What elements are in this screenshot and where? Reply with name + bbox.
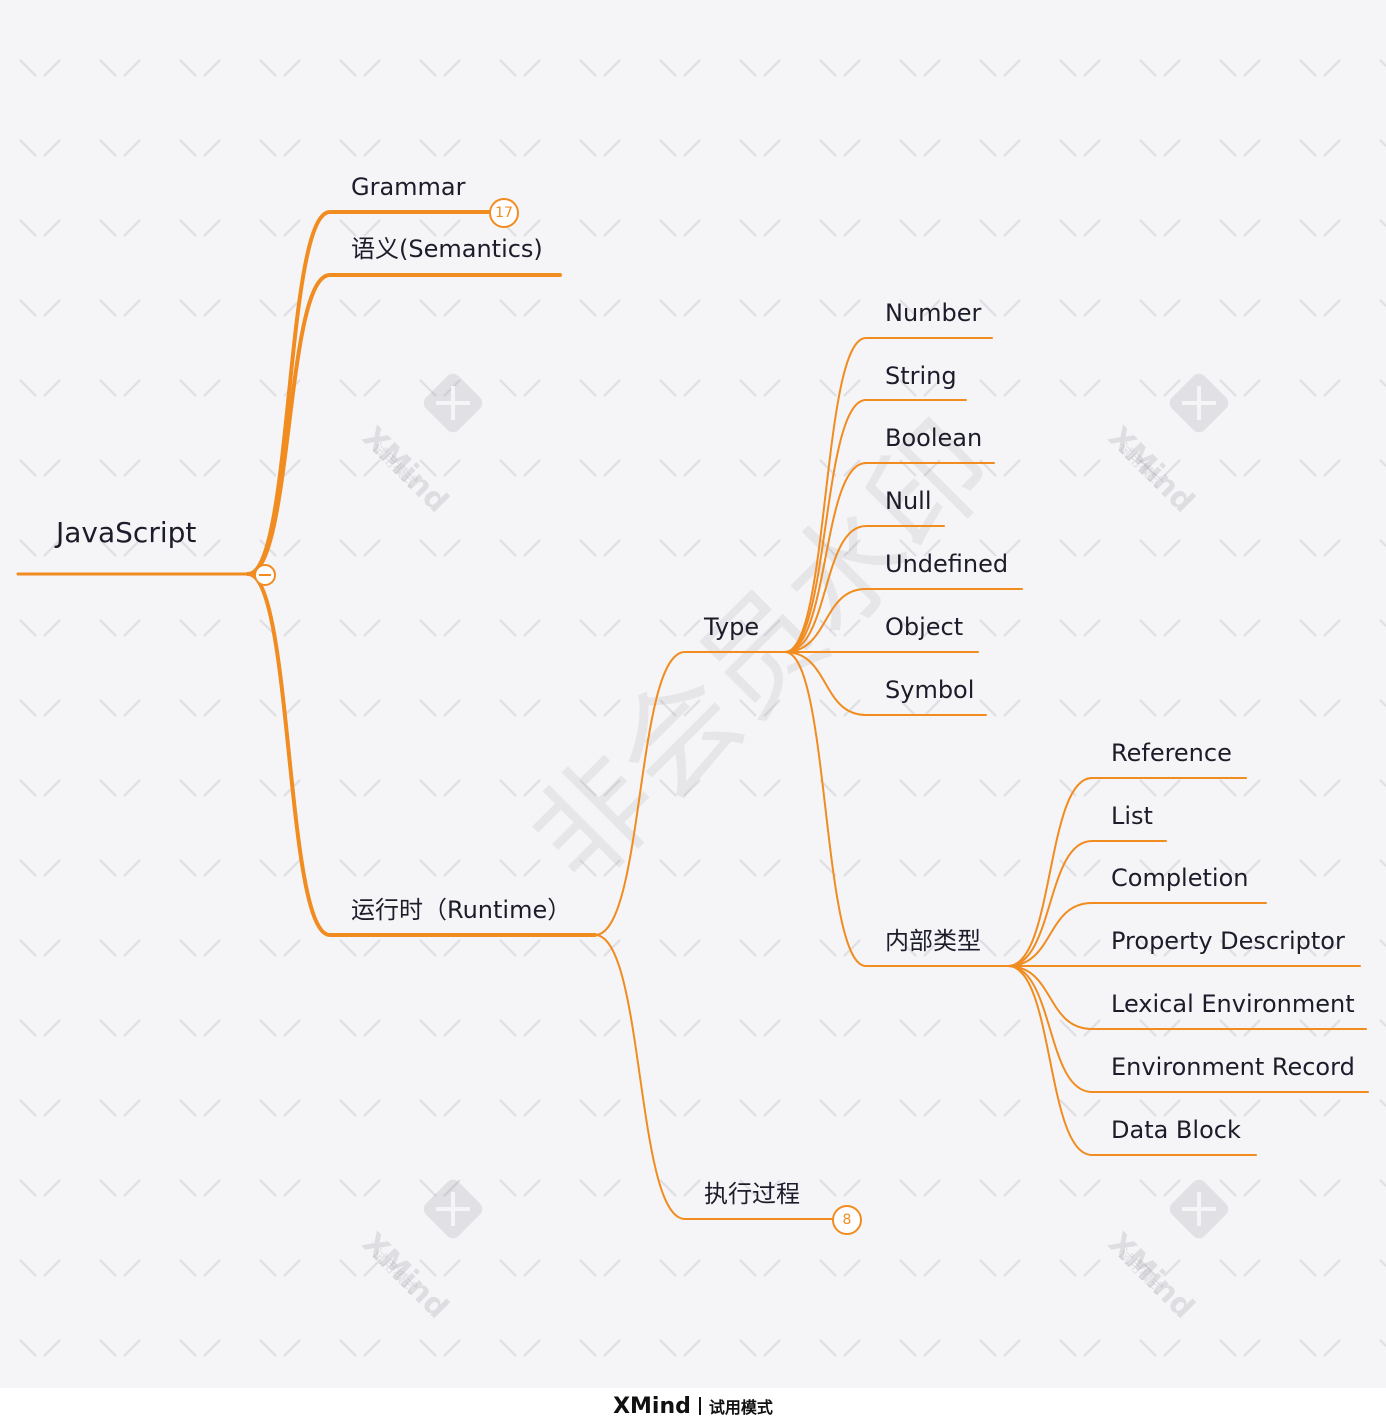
connector-internal-item — [1007, 965, 1257, 1156]
minus-icon — [259, 574, 271, 576]
internal-property-descriptor[interactable]: Property Descriptor — [1111, 927, 1345, 955]
footer-brand: XMind — [613, 1393, 691, 1419]
footer-separator — [698, 1397, 701, 1415]
connector-internal-item — [1007, 965, 1369, 1093]
connector-runtime — [246, 572, 597, 937]
internal-environment-record[interactable]: Environment Record — [1111, 1053, 1355, 1081]
topic-runtime[interactable]: 运行时（Runtime） — [351, 896, 572, 924]
internal-data-block[interactable]: Data Block — [1111, 1116, 1241, 1144]
connector-semantics — [246, 273, 562, 576]
type-string[interactable]: String — [885, 362, 957, 390]
internal-lexical-environment[interactable]: Lexical Environment — [1111, 990, 1355, 1018]
internal-reference[interactable]: Reference — [1111, 739, 1232, 767]
internal-list[interactable]: List — [1111, 802, 1153, 830]
type-boolean[interactable]: Boolean — [885, 424, 983, 452]
connector-internal — [784, 651, 1009, 967]
connector-internal-item — [1007, 777, 1247, 967]
connector-type — [594, 651, 786, 936]
topic-semantics[interactable]: 语义(Semantics) — [351, 235, 543, 263]
root-topic[interactable]: JavaScript — [56, 516, 197, 549]
type-number[interactable]: Number — [885, 299, 982, 327]
topic-execution[interactable]: 执行过程 — [704, 1180, 800, 1208]
collapse-toggle[interactable] — [254, 564, 276, 586]
internal-completion[interactable]: Completion — [1111, 864, 1249, 892]
collapsed-count-badge[interactable]: 8 — [832, 1205, 862, 1235]
connector-type-item — [784, 651, 987, 716]
collapsed-count-badge[interactable]: 17 — [489, 198, 519, 228]
connector-type-item — [784, 525, 945, 653]
type-symbol[interactable]: Symbol — [885, 676, 975, 704]
topic-grammar[interactable]: Grammar — [351, 173, 466, 201]
topic-internal-types[interactable]: 内部类型 — [885, 927, 981, 955]
type-null[interactable]: Null — [885, 487, 932, 515]
connector-internal-item — [1007, 965, 1367, 1030]
connector-type-item — [784, 399, 967, 653]
connector-internal-item — [1007, 902, 1267, 967]
connector-execution — [594, 934, 836, 1220]
topic-type[interactable]: Type — [704, 613, 760, 641]
connector-type-item — [784, 588, 1023, 653]
footer-mode: 试用模式 — [708, 1398, 773, 1417]
type-undefined[interactable]: Undefined — [885, 550, 1009, 578]
footer-trial-banner: XMind 试用模式 — [0, 1388, 1386, 1424]
type-object[interactable]: Object — [885, 613, 964, 641]
connector-type-item — [784, 337, 993, 653]
connector-internal-item — [1007, 840, 1167, 967]
connector-type-item — [784, 462, 995, 653]
